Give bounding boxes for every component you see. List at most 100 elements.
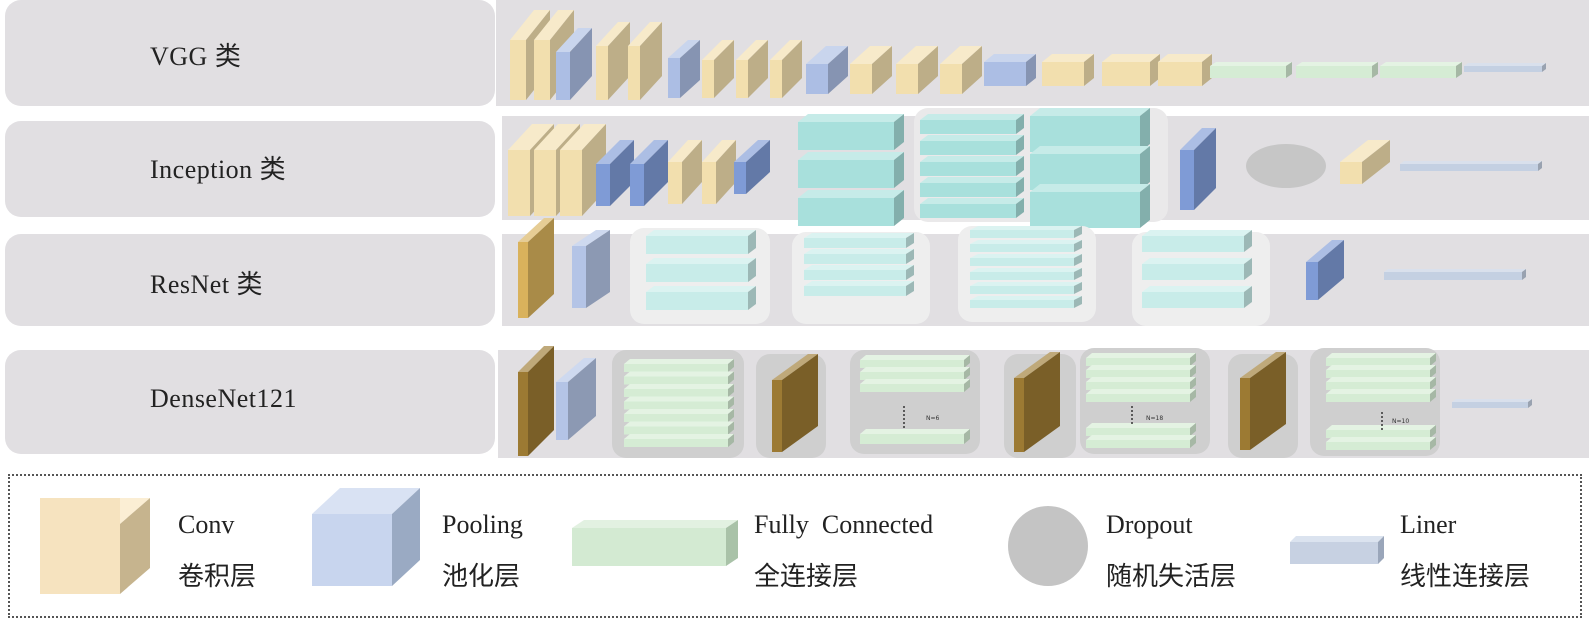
inception-module-2-block-4 <box>920 177 1024 197</box>
row-label-resnet: ResNet 类 <box>150 270 264 299</box>
legend-pooling-zh: 池化层 <box>442 562 521 591</box>
inception-conv-small-1 <box>668 140 702 204</box>
densenet-dense-block-3-bottom-2 <box>1086 435 1196 448</box>
densenet-dense-block-1-layer-1 <box>624 359 734 372</box>
row-label-box-densenet: DenseNet121 <box>5 350 495 454</box>
resnet-block-2-layer-1 <box>804 233 914 248</box>
resnet-block-4-layer-3 <box>1142 286 1252 308</box>
resnet-block-1-layer-2 <box>646 258 756 282</box>
inception-module-2-block-3 <box>920 156 1024 176</box>
vgg-pool-layer-10 <box>806 46 848 94</box>
densenet-dense-block-1-layer-5 <box>624 409 734 422</box>
densenet-liner-layer <box>1452 399 1532 408</box>
vgg-fc-layer-2 <box>1296 62 1378 78</box>
densenet-dense-block-1-layer-2 <box>624 371 734 385</box>
vgg-conv-layer-16 <box>1102 54 1160 86</box>
legend-conv-zh: 卷积层 <box>178 562 257 591</box>
densenet-transition-conv-1 <box>772 354 818 452</box>
legend-dropout-zh: 随机失活层 <box>1106 562 1237 591</box>
legend-conv-en: Conv <box>178 510 235 539</box>
densenet-pool-layer <box>556 358 596 440</box>
legend-liner-en: Liner <box>1400 510 1457 539</box>
vgg-conv-layer-4 <box>596 22 630 100</box>
inception-module-1-block-3 <box>798 190 904 226</box>
densenet-dense-block-1-layer-6 <box>624 421 734 435</box>
resnet-block-3-layer-1 <box>970 226 1082 238</box>
vgg-conv-layer-12 <box>896 46 938 94</box>
inception-pool-layer-2 <box>630 140 668 206</box>
densenet-dense-block-1-layer-3 <box>624 384 734 397</box>
row-label-box-resnet: ResNet 类 <box>5 234 495 326</box>
legend-pooling-en: Pooling <box>442 510 523 539</box>
vgg-pool-layer-14 <box>984 54 1036 86</box>
vgg-conv-layer-15 <box>1042 54 1094 86</box>
resnet-block-2-layer-2 <box>804 249 914 264</box>
resnet-block-3-layer-3 <box>970 254 1082 266</box>
inception-module-3-block-1 <box>1030 108 1150 152</box>
densenet-transition-conv-2 <box>1014 352 1060 452</box>
densenet-conv-layer <box>518 346 554 456</box>
densenet-dense-block-3-top-2 <box>1086 365 1196 378</box>
inception-pool-layer-3 <box>734 140 770 194</box>
inception-conv-final <box>1340 140 1390 184</box>
densenet-dense-block-3-label: N=10 <box>1392 418 1409 425</box>
densenet-dense-block-2-label: N=18 <box>1146 415 1163 422</box>
dropout-circle-icon <box>1008 506 1088 586</box>
pooling-cube-icon <box>312 488 420 586</box>
resnet-block-4-layer-1 <box>1142 230 1252 252</box>
legend-fc-en: Fully Connected <box>754 510 934 539</box>
vgg-conv-layer-11 <box>850 46 892 94</box>
densenet-dense-block-2-bottom <box>860 429 970 444</box>
row-label-densenet: DenseNet121 <box>150 384 298 413</box>
resnet-block-2-layer-3 <box>804 265 914 280</box>
vgg-fc-layer-1 <box>1210 62 1292 78</box>
densenet-dense-block-3-top-3 <box>1086 377 1196 390</box>
resnet-block-3-layer-6 <box>970 296 1082 308</box>
liner-bar-icon <box>1290 536 1384 564</box>
resnet-block-1-layer-1 <box>646 230 756 254</box>
densenet-dense-block-2-top-1 <box>860 355 970 368</box>
row-label-box-vgg: VGG 类 <box>5 0 495 106</box>
inception-module-2-block-1 <box>920 114 1024 134</box>
resnet-conv-layer <box>518 218 554 318</box>
resnet-pool-layer <box>572 230 610 308</box>
vgg-conv-layer-9 <box>770 40 802 98</box>
legend-dropout-en: Dropout <box>1106 510 1193 539</box>
densenet-dense-block-3-top-4 <box>1086 389 1196 402</box>
densenet-dense-block-4-top-4 <box>1326 389 1436 402</box>
row-label-inception: Inception 类 <box>150 155 287 184</box>
vgg-conv-layer-5 <box>628 22 662 100</box>
resnet-block-3-layer-4 <box>970 268 1082 280</box>
inception-dropout <box>1246 144 1326 188</box>
legend: Conv 卷积层 Pooling 池化层 Fully Connected 全连接… <box>8 474 1582 618</box>
inception-pool-layer-1 <box>596 140 634 206</box>
resnet-block-1-layer-3 <box>646 286 756 310</box>
inception-module-2-block-5 <box>920 198 1024 218</box>
densenet-dense-block-3-top-1 <box>1086 353 1196 366</box>
vgg-conv-layer-7 <box>702 40 734 98</box>
densenet-dense-block-2-top-2 <box>860 367 970 380</box>
inception-liner-layer <box>1400 161 1542 171</box>
legend-icons <box>40 488 1384 594</box>
densenet-dense-block-1-layer-7 <box>624 434 734 447</box>
vgg-conv-layer-13 <box>940 46 982 94</box>
resnet-block-3-layer-5 <box>970 282 1082 294</box>
inception-module-1-block-1 <box>798 114 904 150</box>
densenet-dense-block-2-top-3 <box>860 379 970 392</box>
densenet-dense-block-4-top-1 <box>1326 353 1436 366</box>
architecture-diagram: N=6 N=18 N=10 <box>508 10 1546 458</box>
inception-pool-final <box>1180 128 1216 210</box>
vgg-pool-layer-6 <box>668 40 700 98</box>
vgg-conv-layer-8 <box>736 40 768 98</box>
densenet-dense-block-4-top-2 <box>1326 365 1436 378</box>
vgg-conv-layer-17 <box>1158 54 1212 86</box>
fully-connected-slab-icon <box>572 520 738 566</box>
resnet-block-2-layer-4 <box>804 281 914 296</box>
row-label-vgg: VGG 类 <box>150 42 242 71</box>
densenet-transition-conv-3 <box>1240 352 1286 450</box>
conv-cube-icon <box>40 498 150 594</box>
densenet-dense-block-1-label: N=6 <box>926 415 940 422</box>
row-label-box-inception: Inception 类 <box>5 121 495 217</box>
inception-module-2-block-2 <box>920 135 1024 155</box>
resnet-liner-layer <box>1384 269 1526 280</box>
